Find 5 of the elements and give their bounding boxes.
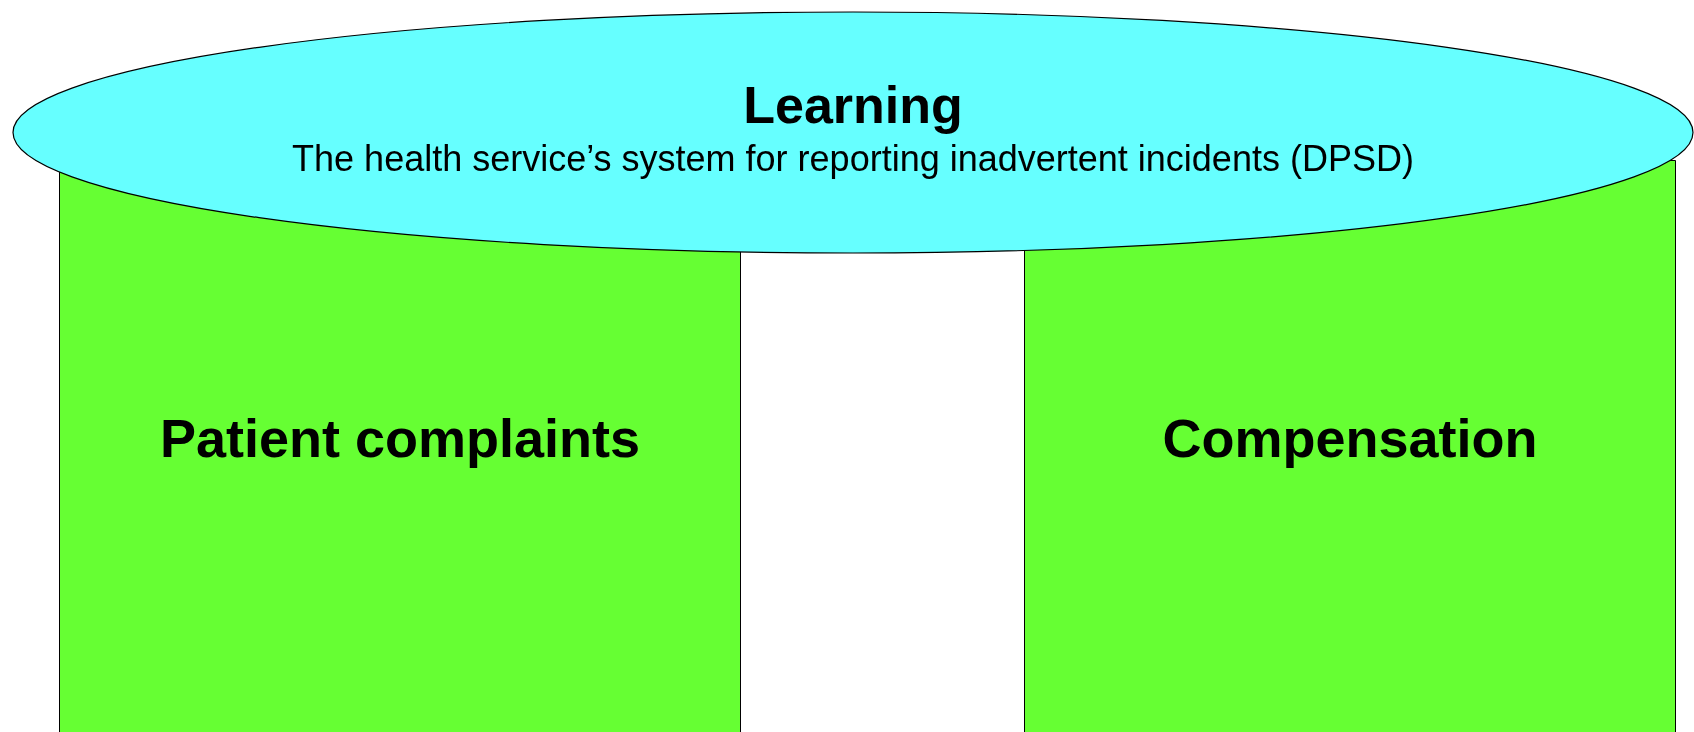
pillar-label: Patient complaints: [159, 407, 641, 470]
ellipse-heading: Learning: [743, 75, 963, 136]
ellipse-subtitle: The health service’s system for reporting inadvertent incidents (DPSD): [292, 137, 1414, 181]
ellipse: [12, 11, 1694, 254]
pillar-label: Compensation: [1162, 407, 1538, 470]
